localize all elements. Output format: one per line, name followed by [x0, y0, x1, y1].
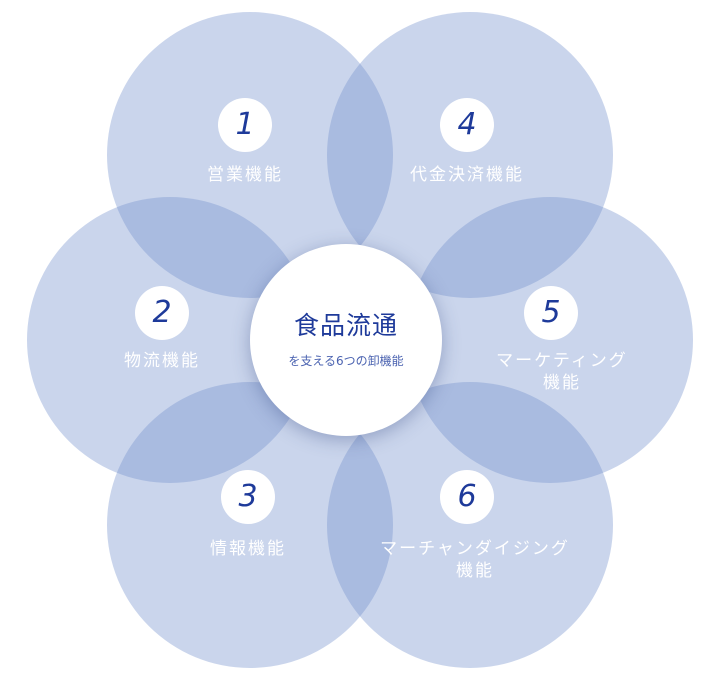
label-5: マーケティング 機能: [496, 351, 628, 393]
circle-5: [407, 197, 693, 483]
label-6: マーチャンダイジング 機能: [380, 539, 570, 581]
label-4: 代金決済機能: [410, 165, 524, 185]
label-1: 営業機能: [207, 165, 283, 185]
center-title: 食品流通: [293, 311, 398, 340]
badge-3: 3: [221, 470, 275, 524]
badge-2: 2: [135, 286, 189, 340]
label-2: 物流機能: [124, 351, 200, 371]
badge-6: 6: [440, 470, 494, 524]
center-circle: 食品流通 を支える6つの卸機能: [250, 244, 442, 436]
badge-5: 5: [524, 286, 578, 340]
badge-4: 4: [440, 98, 494, 152]
label-3: 情報機能: [210, 539, 286, 559]
center-subtitle: を支える6つの卸機能: [288, 354, 404, 368]
badge-1: 1: [218, 98, 272, 152]
